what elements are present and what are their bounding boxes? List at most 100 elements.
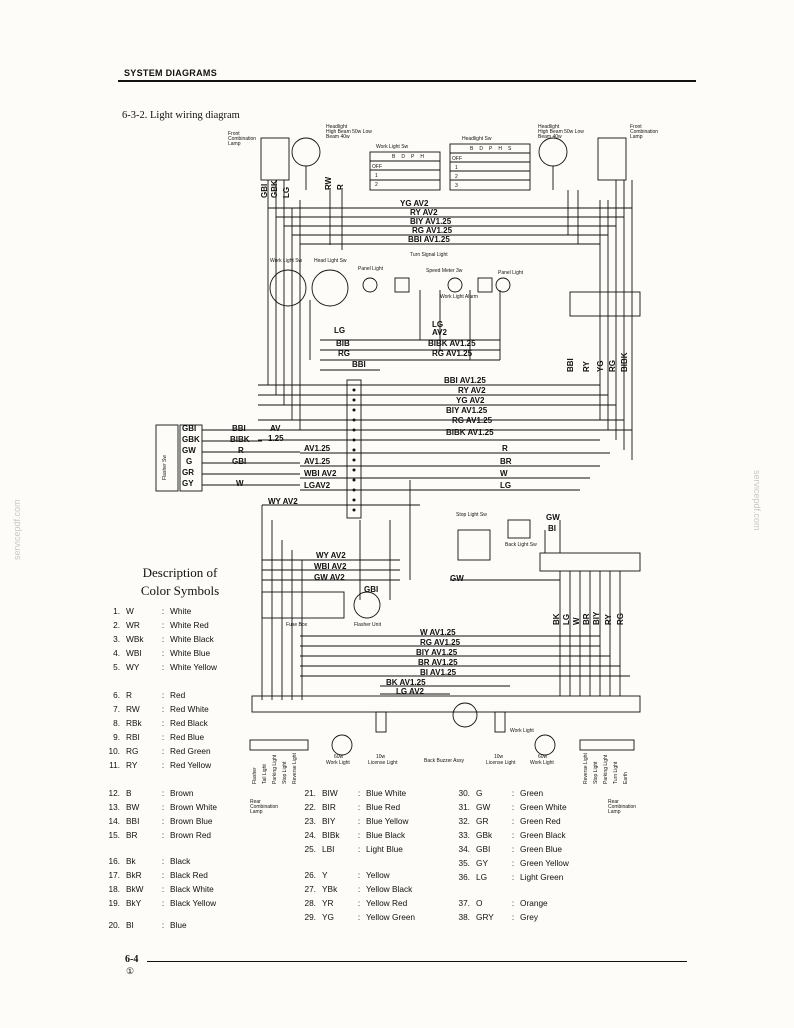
legend-entry: 24.BIBk:Blue Black: [296, 830, 405, 840]
legend-description: Brown White: [170, 802, 218, 812]
legend-entry: 18.BkW:Black White: [100, 884, 214, 894]
license-light-right-label: License Light: [486, 760, 516, 766]
legend-colon: :: [357, 884, 361, 894]
legend-entry: 31.GW:Green White: [450, 802, 567, 812]
legend-code: B: [126, 788, 132, 798]
legend-number: 13.: [108, 802, 120, 812]
legend-entry: 35.GY:Green Yellow: [450, 858, 568, 868]
sw-h-b: B: [392, 154, 402, 160]
legend-entry: 33.GBk:Green Black: [450, 830, 565, 840]
legend-number: 28.: [304, 898, 316, 908]
legend-entry: 32.GR:Green Red: [450, 816, 561, 826]
rear-left-flasher: Flasher: [252, 767, 258, 784]
legend-code: BW: [126, 802, 140, 812]
legend-colon: :: [357, 802, 361, 812]
rv2-1: LG: [562, 613, 571, 625]
left-conn2-3: GBI: [232, 457, 247, 466]
headlight-left-label: Headlight: [326, 124, 348, 130]
legend-entry: 37.O:Orange: [450, 898, 547, 908]
legend-code: Y: [322, 870, 328, 880]
legend-description: Green Red: [520, 816, 561, 826]
legend-number: 4.: [113, 648, 120, 658]
panel-wire-0: LG: [334, 326, 346, 335]
legend-entry: 6.R:Red: [100, 690, 185, 700]
legend-colon: :: [161, 898, 165, 908]
sw2-row-off: OFF: [452, 156, 462, 162]
lower-wire-0: WY AV2: [316, 551, 346, 560]
legend-entry: 8.RBk:Red Black: [100, 718, 208, 728]
legend-entry: 5.WY:White Yellow: [100, 662, 217, 672]
legend-number: 32.: [458, 816, 470, 826]
sw-h-d: D: [401, 154, 411, 160]
legend-description: Blue Black: [366, 830, 406, 840]
legend-colon: :: [161, 760, 165, 770]
lower-wire-6: BI: [548, 524, 556, 533]
lower-wire-2: GW AV2: [314, 573, 345, 582]
legend-code: LG: [476, 872, 488, 882]
legend-description: Green White: [520, 802, 567, 812]
wire-mid-9: LG: [500, 481, 512, 490]
legend-number: 12.: [108, 788, 120, 798]
legend-entry: 1.W:White: [100, 606, 191, 616]
legend-colon: :: [161, 788, 165, 798]
legend-code: LBI: [322, 844, 335, 854]
legend-entry: 12.B:Brown: [100, 788, 193, 798]
speed-meter-label: Speed Meter 3w: [426, 268, 463, 274]
legend-entry: 7.RW:Red White: [100, 704, 209, 714]
legend-entry: 23.BIY:Blue Yellow: [296, 816, 408, 826]
legend-code: RY: [126, 760, 138, 770]
panel-wire-2: RG: [338, 349, 350, 358]
rear-left-parking: Parking Light: [272, 754, 278, 784]
left-conn-4: GR: [182, 468, 194, 477]
legend-colon: :: [357, 898, 361, 908]
legend-code: GRY: [476, 912, 494, 922]
legend-colon: :: [357, 870, 361, 880]
legend-code: W: [126, 606, 134, 616]
legend-colon: :: [357, 844, 361, 854]
legend-entry: 14.BBI:Brown Blue: [100, 816, 212, 826]
stop-light-sw-label: Stop Light Sw: [456, 512, 487, 518]
sw2-table-header: BDPHS: [470, 146, 517, 152]
legend-entry: 19.BkY:Black Yellow: [100, 898, 216, 908]
watt-10-right: 10w: [494, 754, 504, 760]
sw-table-header: BDPH: [392, 154, 430, 160]
legend-entry: 11.RY:Red Yellow: [100, 760, 211, 770]
rear-left-stop: Stop Light: [282, 761, 288, 784]
legend-code: BI: [126, 920, 134, 930]
legend-entry: 38.GRY:Grey: [450, 912, 538, 922]
legend-colon: :: [161, 648, 165, 658]
legend-code: GBk: [476, 830, 493, 840]
legend-colon: :: [161, 920, 165, 930]
legend-description: Black White: [170, 884, 214, 894]
legend-number: 38.: [458, 912, 470, 922]
legend-description: Red: [170, 690, 186, 700]
hl-0: GBI: [260, 183, 269, 198]
legend-number: 25.: [304, 844, 316, 854]
rv2-6: RG: [616, 613, 625, 625]
legend-colon: :: [511, 844, 515, 854]
legend-number: 23.: [304, 816, 316, 826]
front-combo-lamp-right-label: Front Combination Lamp: [630, 124, 659, 140]
wire-mid-4: RG AV1.25: [452, 416, 493, 425]
legend-number: 18.: [108, 884, 120, 894]
legend-description: Black Yellow: [170, 898, 217, 908]
sw-row-2: 2: [375, 182, 378, 188]
sw-h-h: H: [420, 154, 430, 160]
header-rule: [118, 80, 696, 82]
left-conn-0: GBI: [182, 424, 197, 433]
legend-description: Green: [520, 788, 544, 798]
headlight-sw-label: Headlight Sw: [462, 136, 492, 142]
rv-2: YG: [596, 360, 605, 372]
legend-code: RBI: [126, 732, 140, 742]
front-combo-lamp-left-label: Front Combination Lamp: [228, 131, 257, 147]
sw2-h-d: D: [479, 146, 489, 152]
rv-0: BBI: [566, 358, 575, 372]
legend-number: 26.: [304, 870, 316, 880]
lower-wire-4: GW: [450, 574, 464, 583]
panel-wire-1: BIB: [336, 339, 350, 348]
legend-entry: 9.RBI:Red Blue: [100, 732, 204, 742]
legend-code: WY: [126, 662, 140, 672]
legend-description: Brown Blue: [170, 816, 213, 826]
legend-description: White Red: [170, 620, 209, 630]
legend-code: BBI: [126, 816, 140, 826]
